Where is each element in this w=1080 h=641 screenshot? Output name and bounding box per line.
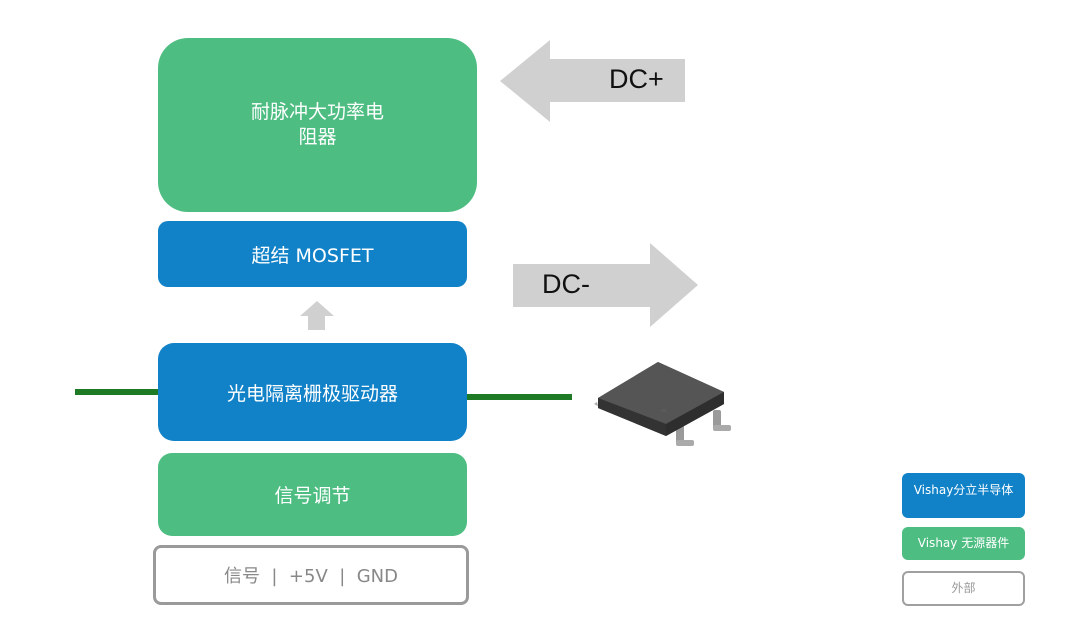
gate-driver-block: 光电隔离栅极驱动器 xyxy=(158,343,467,441)
signal-label: 信号调节 xyxy=(274,485,351,507)
optocoupler-chip-icon: vs xyxy=(594,362,731,446)
mosfet-label: 超结 MOSFET xyxy=(251,244,374,267)
dc-plus-arrow xyxy=(500,40,685,122)
signal-conditioning-block: 信号调节 xyxy=(158,453,467,536)
dc-minus-arrow xyxy=(513,243,698,327)
wire-left xyxy=(75,389,158,395)
resistor-label-line2: 阻器 xyxy=(298,126,337,148)
dc-minus-label: DC- xyxy=(542,269,590,299)
io-label: 信号 | +5V | GND xyxy=(223,566,399,587)
resistor-label-line1: 耐脉冲大功率电 xyxy=(250,101,384,123)
pulse-resistor-block: 耐脉冲大功率电 阻器 xyxy=(158,38,477,212)
svg-text:vs: vs xyxy=(661,408,667,414)
legend-item-external: 外部 xyxy=(902,571,1025,606)
io-block: 信号 | +5V | GND xyxy=(153,545,469,605)
mosfet-block: 超结 MOSFET xyxy=(158,221,467,287)
legend-item-passive-components: Vishay 无源器件 xyxy=(902,527,1025,560)
legend-item-discrete-semiconductor: Vishay分立半导体 xyxy=(902,473,1025,518)
wire-right xyxy=(467,394,572,400)
up-arrow-icon xyxy=(300,301,334,330)
dc-plus-label: DC+ xyxy=(609,64,664,94)
driver-label: 光电隔离栅极驱动器 xyxy=(226,382,398,405)
